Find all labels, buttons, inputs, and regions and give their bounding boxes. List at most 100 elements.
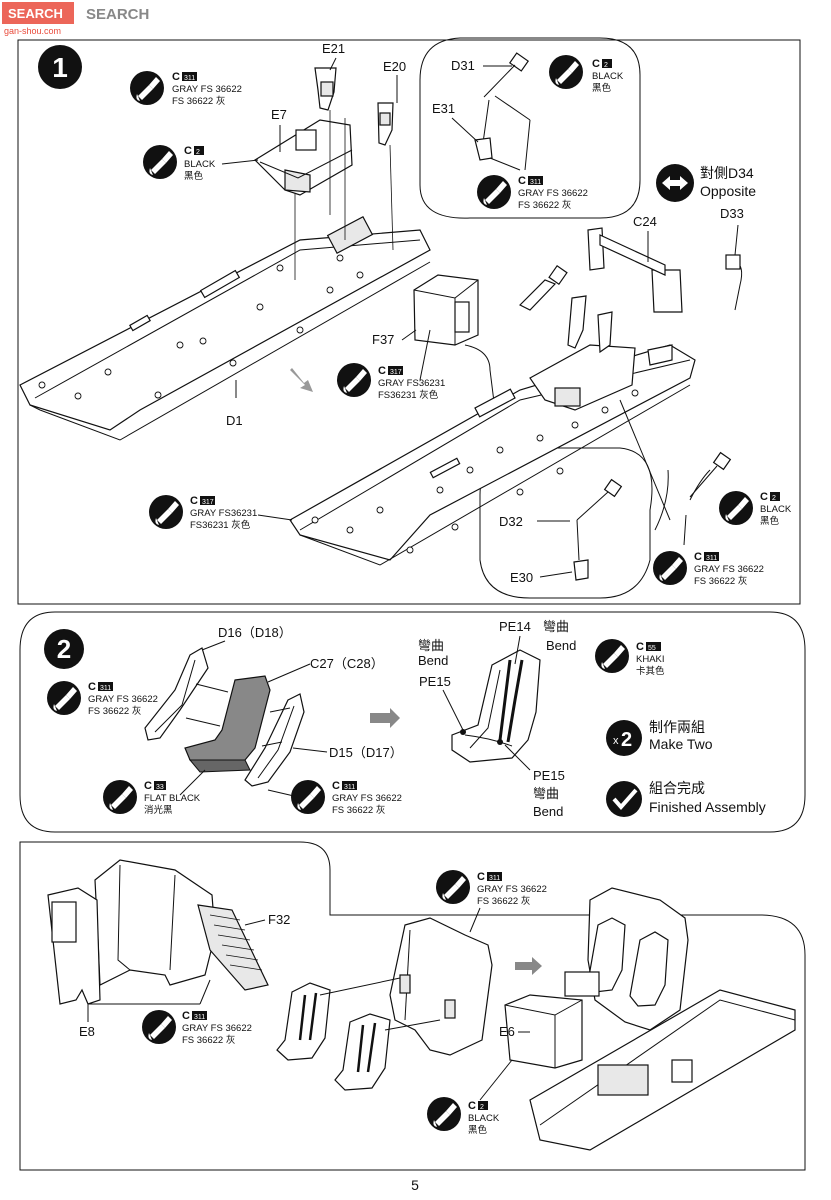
part-d15 — [244, 693, 305, 787]
svg-text:x: x — [613, 735, 619, 747]
svg-text:GRAY FS 36622: GRAY FS 36622 — [88, 694, 158, 705]
svg-text:311: 311 — [344, 784, 355, 791]
part-label-c24: C24 — [633, 214, 657, 229]
part-label-e8: E8 — [79, 1024, 95, 1039]
finished-zh: 組合完成 — [649, 780, 705, 796]
paint-callout-gray311-d15: C 311 GRAY FS 36622 FS 36622 灰 — [267, 780, 402, 816]
paint-callout-gray311-shell: C 311 GRAY FS 36622 FS 36622 灰 — [436, 870, 547, 933]
svg-text:311: 311 — [184, 75, 195, 82]
flow-arrow-icon — [290, 368, 313, 392]
make-two-badge: x 2 制作兩組 Make Two — [606, 719, 713, 756]
seat-back-shell — [47, 859, 269, 1005]
svg-text:FS 36622 灰: FS 36622 灰 — [88, 705, 141, 717]
svg-text:黑色: 黑色 — [468, 1124, 488, 1136]
svg-text:C: C — [172, 71, 180, 83]
part-c27 — [184, 675, 271, 773]
part-label-e31: E31 — [432, 101, 455, 116]
svg-text:C: C — [760, 491, 768, 503]
svg-text:GRAY FS 36622: GRAY FS 36622 — [518, 188, 588, 199]
checkmark-icon — [606, 781, 642, 817]
part-d16 — [144, 647, 209, 741]
svg-text:黑色: 黑色 — [760, 515, 780, 527]
svg-text:FS 36622 灰: FS 36622 灰 — [172, 95, 225, 107]
svg-text:FS 36622 灰: FS 36622 灰 — [332, 804, 385, 816]
callout-bubble-top — [419, 37, 641, 219]
part-label-d15: D15（D17） — [329, 745, 403, 760]
svg-text:311: 311 — [706, 555, 717, 562]
svg-text:BLACK: BLACK — [592, 71, 624, 82]
bend-zh-left: 彎曲 — [418, 638, 444, 653]
part-e31 — [474, 137, 493, 161]
seat-left-lower — [276, 982, 331, 1061]
seat-right-lower — [334, 1013, 391, 1091]
seat-with-belts — [451, 649, 541, 763]
step-2-badge — [44, 629, 84, 669]
paint-callout-black-right: C 2 BLACK 黑色 — [719, 491, 792, 527]
part-label-f37: F37 — [372, 332, 394, 347]
floor-plate-d1 — [19, 215, 431, 441]
part-d31 — [481, 52, 530, 151]
svg-text:2: 2 — [621, 729, 632, 751]
paint-callout-gray311-f32: C 311 GRAY FS 36622 FS 36622 灰 — [142, 1010, 252, 1046]
part-e7 — [254, 119, 353, 196]
svg-text:FS36231 灰色: FS36231 灰色 — [378, 389, 439, 401]
svg-text:FS 36622 灰: FS 36622 灰 — [694, 575, 747, 587]
svg-text:C: C — [518, 175, 526, 187]
floor-assembly-right — [289, 264, 696, 566]
svg-text:2: 2 — [196, 149, 200, 156]
part-f37 — [413, 274, 479, 346]
step-1-number: 1 — [52, 52, 68, 83]
step-1-badge — [38, 45, 82, 89]
svg-text:BLACK: BLACK — [184, 159, 216, 170]
paint-callout-black-d31: C 2 BLACK 黑色 — [549, 55, 624, 94]
svg-text:黑色: 黑色 — [184, 170, 204, 182]
part-label-f32: F32 — [268, 912, 290, 927]
make-two-zh: 制作兩組 — [649, 719, 705, 735]
flow-arrow-icon-step3 — [515, 957, 542, 975]
svg-text:C: C — [88, 681, 96, 693]
part-d31-copy — [712, 451, 732, 471]
part-label-pe15b: PE15 — [533, 768, 565, 783]
bend-en-pe14: Bend — [546, 638, 576, 653]
part-c24 — [587, 227, 683, 313]
bend-zh-pe14: 彎曲 — [543, 619, 569, 634]
svg-text:C: C — [592, 58, 600, 70]
svg-text:GRAY FS 36622: GRAY FS 36622 — [477, 884, 547, 895]
svg-text:2: 2 — [604, 62, 608, 69]
svg-text:GRAY FS36231: GRAY FS36231 — [378, 378, 445, 389]
step-1-panel: 1 D1 — [17, 37, 801, 605]
part-label-c27: C27（C28） — [310, 656, 384, 671]
svg-text:FS 36622 灰: FS 36622 灰 — [518, 199, 571, 211]
svg-text:GRAY FS 36622: GRAY FS 36622 — [332, 793, 402, 804]
paint-callout-black-e7: C 2 BLACK 黑色 — [143, 145, 259, 182]
step-3-panel: F32 E8 C 311 GRAY FS 36622 FS 36622 灰 — [19, 841, 806, 1171]
paint-callout-gray311-e31: C 311 GRAY FS 36622 FS 36622 灰 — [477, 175, 588, 211]
svg-text:GRAY FS 36622: GRAY FS 36622 — [172, 84, 242, 95]
part-d33 — [725, 224, 743, 311]
svg-text:C: C — [184, 145, 192, 157]
opposite-side-badge: 對側D34 Opposite — [656, 164, 756, 202]
part-e30 — [573, 559, 589, 581]
svg-text:FS 36622 灰: FS 36622 灰 — [477, 895, 530, 907]
svg-text:BLACK: BLACK — [468, 1113, 500, 1124]
part-e21 — [314, 67, 337, 111]
flow-arrow-icon-step2 — [370, 708, 400, 728]
part-label-d16: D16（D18） — [218, 625, 292, 640]
part-label-e21: E21 — [322, 41, 345, 56]
opposite-label-en: Opposite — [700, 183, 756, 199]
part-label-e6: E6 — [499, 1024, 515, 1039]
part-d32 — [576, 478, 623, 561]
svg-text:C: C — [332, 780, 340, 792]
svg-text:2: 2 — [772, 495, 776, 502]
paint-callout-gray311-e21: C 311 GRAY FS 36622 FS 36622 灰 — [130, 71, 242, 107]
page-number: 5 — [411, 1177, 419, 1193]
svg-text:FS 36622 灰: FS 36622 灰 — [182, 1034, 235, 1046]
paint-callout-gray311-d16: C 311 GRAY FS 36622 FS 36622 灰 — [47, 681, 158, 717]
part-label-pe14: PE14 — [499, 619, 531, 634]
svg-text:33: 33 — [156, 784, 164, 791]
svg-text:KHAKI: KHAKI — [636, 654, 665, 665]
paint-callout-gray317-floor: C 317 GRAY FS36231 FS36231 灰色 — [149, 495, 293, 531]
bend-en-bottom: Bend — [533, 804, 563, 819]
svg-text:311: 311 — [530, 179, 541, 186]
